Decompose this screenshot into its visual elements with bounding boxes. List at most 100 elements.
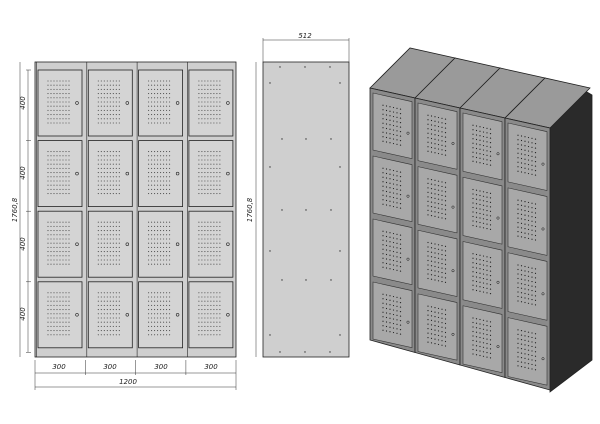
vent-hole	[68, 172, 70, 174]
vent-hole	[382, 257, 384, 259]
iso-door-panel	[507, 252, 548, 321]
vent-hole	[520, 287, 523, 289]
iso-door-panel	[462, 112, 503, 181]
vent-hole	[392, 124, 395, 127]
vent-hole	[444, 309, 447, 311]
vent-hole	[486, 132, 488, 134]
vent-hole	[115, 300, 117, 302]
vent-hole	[97, 242, 99, 244]
vent-hole	[392, 246, 395, 248]
vent-hole	[441, 267, 443, 269]
vent-hole	[207, 300, 209, 302]
vent-hole	[157, 325, 159, 327]
vent-hole	[441, 126, 443, 128]
vent-hole	[479, 286, 481, 288]
vent-hole	[56, 114, 58, 116]
vent-hole	[118, 304, 120, 306]
vent-hole	[106, 118, 108, 120]
lock-icon	[541, 357, 545, 361]
vent-hole	[437, 207, 440, 209]
vent-hole	[482, 135, 485, 138]
vent-hole	[201, 296, 203, 298]
row-height-label-4: 400	[19, 307, 27, 321]
vent-hole	[65, 122, 67, 124]
vent-hole	[112, 300, 114, 302]
vent-hole	[489, 275, 492, 277]
vent-hole	[479, 162, 481, 164]
vent-hole	[441, 322, 443, 324]
vent-hole	[207, 155, 209, 157]
vent-hole	[160, 97, 162, 99]
vent-hole	[47, 188, 49, 190]
vent-hole	[444, 340, 447, 343]
vent-hole	[524, 283, 526, 286]
vent-hole	[385, 132, 388, 134]
vent-hole	[486, 329, 488, 331]
vent-hole	[115, 242, 117, 244]
vent-hole	[201, 300, 203, 302]
vent-hole	[112, 180, 114, 182]
vent-hole	[151, 159, 153, 161]
vent-hole	[50, 334, 52, 336]
vent-hole	[100, 221, 102, 223]
vent-hole	[62, 122, 64, 124]
vent-hole	[437, 280, 440, 282]
vent-hole	[444, 123, 447, 125]
vent-hole	[65, 193, 67, 195]
vent-hole	[427, 150, 429, 152]
vent-hole	[527, 150, 530, 152]
vent-hole	[65, 230, 67, 232]
vent-hole	[151, 93, 153, 95]
vent-hole	[169, 159, 171, 161]
vent-hole	[59, 88, 61, 90]
vent-hole	[382, 293, 384, 295]
vent-hole	[216, 255, 218, 257]
vent-hole	[527, 354, 530, 356]
vent-hole	[65, 105, 67, 107]
vent-hole	[444, 318, 447, 320]
vent-hole	[106, 296, 108, 298]
vent-hole	[157, 251, 159, 253]
rivet	[305, 279, 307, 281]
vent-hole	[148, 317, 150, 319]
vent-hole	[524, 223, 526, 225]
vent-hole	[396, 269, 398, 271]
vent-hole	[434, 206, 436, 209]
vent-hole	[163, 155, 165, 157]
vent-hole	[219, 259, 221, 261]
lock-icon	[75, 242, 79, 246]
vent-hole	[210, 300, 212, 302]
vent-hole	[163, 163, 165, 165]
vent-hole	[163, 251, 165, 253]
vent-hole	[163, 304, 165, 306]
vent-hole	[207, 238, 209, 240]
vent-hole	[151, 321, 153, 323]
vent-hole	[198, 317, 200, 319]
lock-icon	[125, 313, 130, 317]
vent-hole	[160, 263, 162, 265]
vent-hole	[396, 265, 398, 267]
vent-hole	[482, 144, 485, 147]
vent-hole	[154, 259, 156, 261]
vent-hole	[520, 296, 523, 298]
vent-hole	[396, 233, 398, 235]
vent-hole	[531, 276, 533, 278]
vent-hole	[56, 109, 58, 111]
vent-hole	[118, 167, 120, 169]
vent-hole	[524, 219, 526, 221]
vent-hole	[103, 304, 105, 306]
vent-hole	[517, 221, 519, 224]
vent-hole	[430, 278, 433, 280]
vent-hole	[59, 292, 61, 294]
vent-hole	[213, 159, 215, 161]
vent-hole	[65, 159, 67, 161]
vent-hole	[50, 321, 52, 323]
vent-hole	[65, 84, 67, 86]
vent-hole	[166, 159, 168, 161]
vent-hole	[479, 194, 481, 197]
vent-hole	[479, 130, 481, 132]
iso-door-panel	[372, 218, 413, 286]
vent-hole	[472, 202, 474, 204]
vent-hole	[97, 167, 99, 169]
vent-hole	[115, 80, 117, 82]
